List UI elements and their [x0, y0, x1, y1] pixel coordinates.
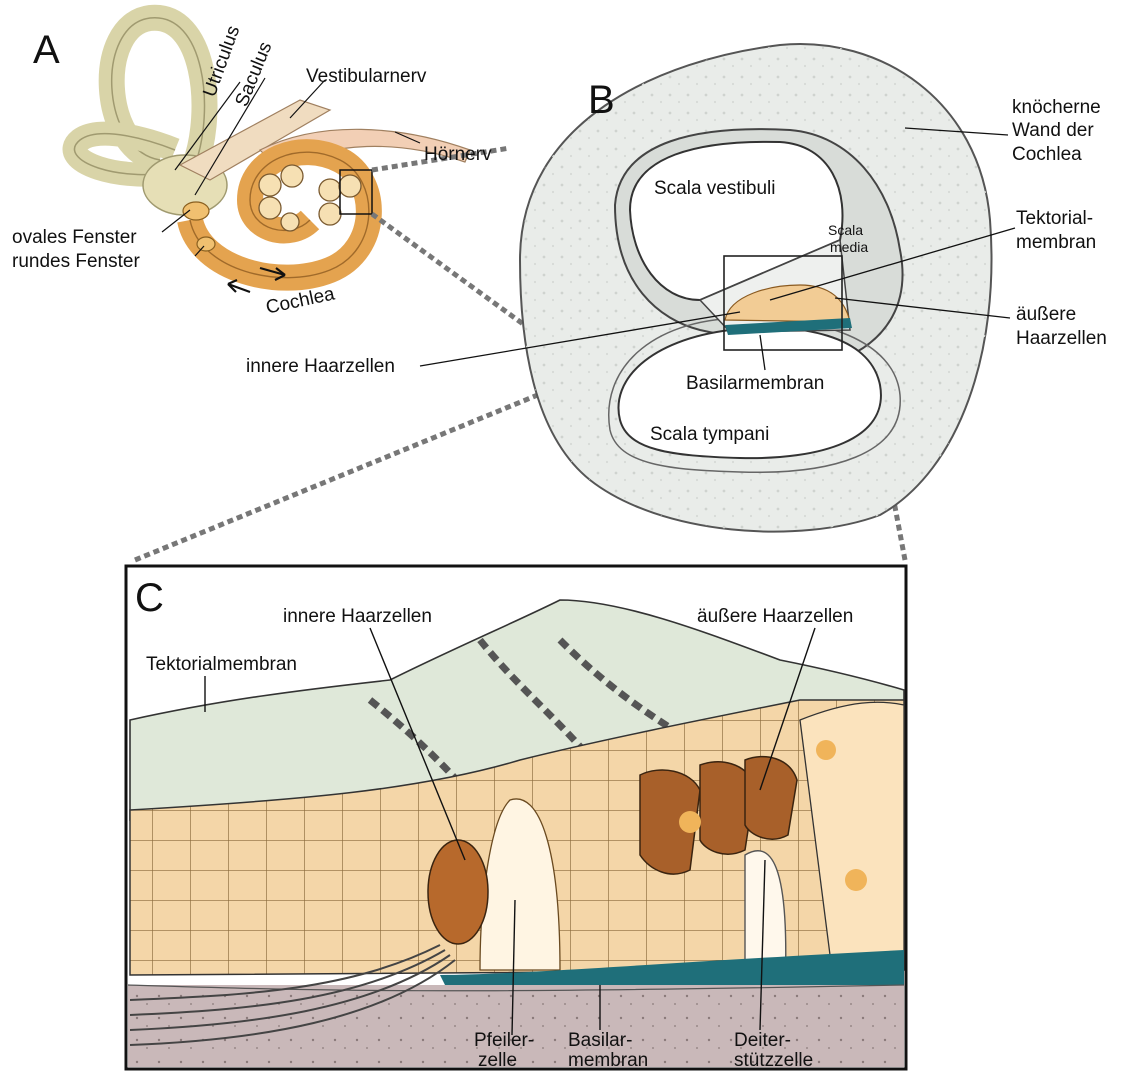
label-deiter-line1: Deiter- [734, 1030, 791, 1052]
label-scala-tympani: Scala tympani [650, 424, 769, 446]
label-pfeiler-line2: zelle [478, 1050, 517, 1072]
panel-c-organ-of-corti [126, 566, 906, 1069]
label-knoecherne-line1: knöcherne [1012, 97, 1101, 119]
label-hoernerv: Hörnerv [424, 144, 492, 166]
label-scala-vestibuli: Scala vestibuli [654, 178, 775, 200]
label-pfeiler-line1: Pfeiler- [474, 1030, 534, 1052]
label-scala-media-line2: media [830, 240, 868, 255]
label-basilar-line2: membran [568, 1050, 648, 1072]
label-aeussere-line2: Haarzellen [1016, 328, 1107, 350]
label-vestibularnerv: Vestibularnerv [306, 66, 426, 88]
label-knoecherne-line2: Wand der [1012, 120, 1094, 142]
panel-a-letter: A [33, 30, 60, 70]
label-aeussere-line1: äußere [1016, 304, 1076, 326]
label-innere-haarzellen-c: innere Haarzellen [283, 606, 432, 628]
label-knoecherne-line3: Cochlea [1012, 144, 1082, 166]
label-basilar-line1: Basilar- [568, 1030, 632, 1052]
label-aeussere-haarzellen-c: äußere Haarzellen [697, 606, 853, 628]
label-ovales-fenster: ovales Fenster [12, 227, 137, 249]
label-rundes-fenster: rundes Fenster [12, 251, 140, 273]
label-tektorialmembran-c: Tektorialmembran [146, 654, 297, 676]
panel-b-letter: B [588, 80, 615, 120]
label-tektorial-line2: membran [1016, 232, 1096, 254]
label-innere-haarzellen-b: innere Haarzellen [246, 356, 395, 378]
label-scala-media-line1: Scala [828, 223, 863, 238]
label-basilarmembran-b: Basilarmembran [686, 373, 824, 395]
panel-c-letter: C [135, 578, 164, 618]
label-deiter-line2: stützzelle [734, 1050, 813, 1072]
label-tektorial-line1: Tektorial- [1016, 208, 1093, 230]
